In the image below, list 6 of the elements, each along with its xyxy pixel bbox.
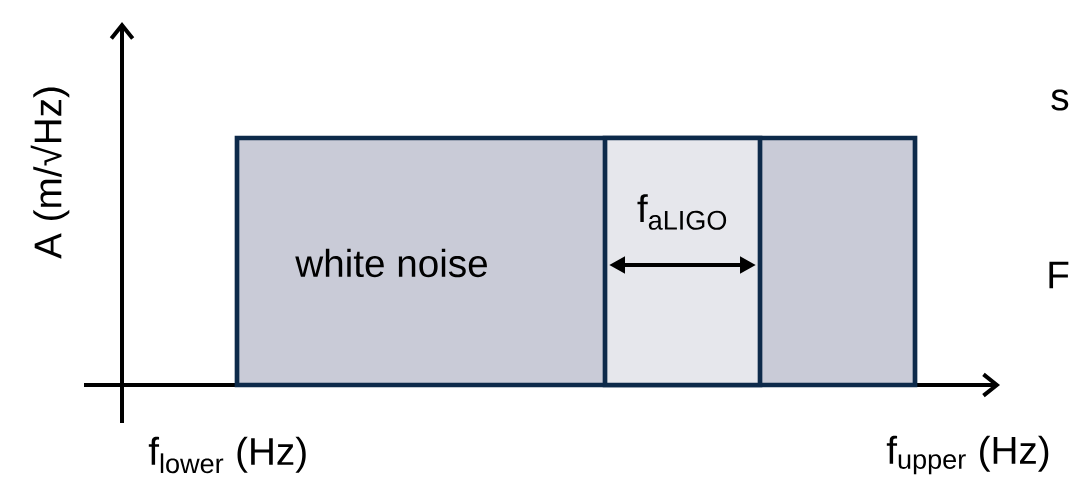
axis-label: f$_{lower}$ (Hz) (148, 436, 306, 474)
axis-label: A (m/√Hz) (30, 87, 70, 259)
axis-label: f$_{upper}$ (Hz) (886, 435, 1049, 475)
axis-label: s (1051, 89, 1069, 111)
axis-label: F (1049, 261, 1069, 289)
band-box: f$_{aLIGO}$ (602, 135, 763, 388)
